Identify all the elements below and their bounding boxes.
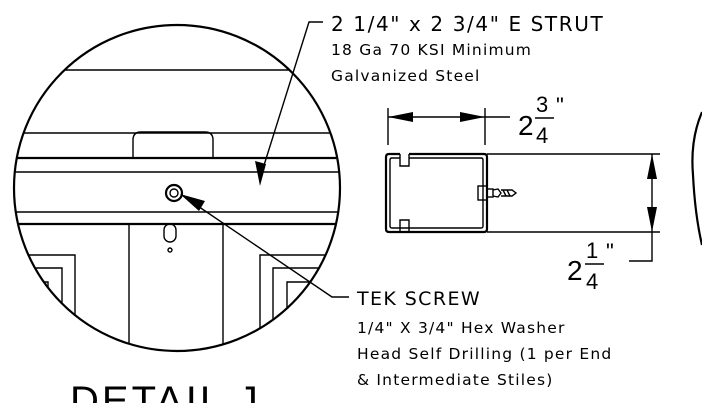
strut-callout-gauge: 18 Ga 70 KSI Minimum xyxy=(331,41,532,59)
strut-callout-title: 2 1/4" x 2 3/4" E STRUT xyxy=(331,12,604,36)
dim-height-label: 2 1 4 " xyxy=(567,238,614,294)
screw-leader xyxy=(180,194,349,298)
strut-callout-material: Galvanized Steel xyxy=(331,67,481,85)
dim-width-unit: " xyxy=(556,93,564,118)
screw-callout-location: & Intermediate Stiles) xyxy=(357,371,554,389)
screw-callout-title: TEK SCREW xyxy=(356,288,481,310)
detail-label: DETAIL J xyxy=(70,379,261,403)
dim-height-whole: 2 xyxy=(567,255,583,286)
adjacent-circle-edge xyxy=(691,111,702,246)
dim-height-den: 4 xyxy=(586,269,598,294)
detail-circle xyxy=(12,23,342,353)
strut-section xyxy=(384,108,660,262)
dim-width-den: 4 xyxy=(536,123,548,148)
dim-height-unit: " xyxy=(606,239,614,264)
detail-circle-contents xyxy=(14,69,340,351)
screw-callout-type: Head Self Drilling (1 per End xyxy=(357,345,612,363)
dim-width-label: 2 3 4 " xyxy=(518,92,564,148)
dim-height-num: 1 xyxy=(586,238,598,263)
dim-width-whole: 2 xyxy=(518,110,534,141)
strut-leader xyxy=(255,21,323,186)
dim-width-num: 3 xyxy=(536,92,548,117)
screw-callout-size: 1/4" X 3/4" Hex Washer xyxy=(357,319,566,337)
